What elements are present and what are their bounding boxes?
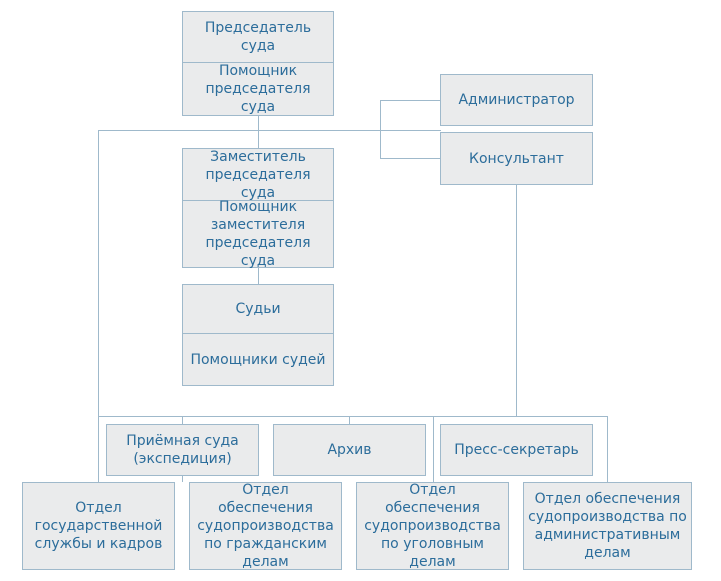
reception-box: Приёмная суда (экспедиция) bbox=[106, 424, 259, 476]
judges-assistants-label: Помощники судей bbox=[190, 351, 326, 368]
dept-admin-cases-box: Отдел обеспечения судопроизводства по ад… bbox=[523, 482, 692, 570]
press-secretary-label: Пресс-секретарь bbox=[454, 442, 579, 458]
connector-line bbox=[380, 100, 441, 101]
dept-civil-cases-label: Отдел обеспечения судопроизводства по гр… bbox=[197, 482, 334, 570]
dept-criminal-cases-box: Отдел обеспечения судопроизводства по уг… bbox=[356, 482, 509, 570]
consultant-label: Консультант bbox=[469, 150, 564, 167]
dept-criminal-cases-label: Отдел обеспечения судопроизводства по уг… bbox=[364, 482, 501, 570]
connector-line bbox=[380, 158, 441, 159]
connector-line bbox=[607, 416, 608, 482]
deputy-chairman-label: Заместитель председателя суда bbox=[205, 148, 311, 201]
archive-box: Архив bbox=[273, 424, 426, 476]
dept-civil-cases-box: Отдел обеспечения судопроизводства по гр… bbox=[189, 482, 342, 570]
administrator-label: Администратор bbox=[458, 92, 575, 108]
chairman-assistant-box: Помощник председателя суда bbox=[182, 62, 334, 116]
dept-civil-service-box: Отдел государственной службы и кадров bbox=[22, 482, 175, 570]
reception-label: Приёмная суда (экспедиция) bbox=[126, 433, 239, 467]
connector-line bbox=[258, 115, 259, 149]
consultant-box: Консультант bbox=[440, 132, 593, 185]
connector-line bbox=[349, 416, 350, 424]
deputy-chairman-box: Заместитель председателя суда bbox=[182, 148, 334, 201]
connector-line bbox=[98, 130, 441, 131]
administrator-box: Администратор bbox=[440, 74, 593, 126]
chairman-box: Председатель суда bbox=[182, 11, 334, 63]
archive-label: Архив bbox=[327, 442, 372, 458]
judges-assistants-box: Помощники судей bbox=[182, 333, 334, 386]
connector-line bbox=[380, 100, 381, 159]
press-secretary-box: Пресс-секретарь bbox=[440, 424, 593, 476]
chairman-assistant-label: Помощник председателя суда bbox=[205, 63, 311, 115]
connector-line bbox=[98, 416, 608, 417]
deputy-assistant-box: Помощник заместителя председателя суда bbox=[182, 199, 334, 269]
chairman-label: Председатель суда bbox=[204, 20, 312, 54]
connector-line bbox=[516, 185, 517, 416]
judges-label: Судьи bbox=[235, 301, 281, 317]
connector-line bbox=[98, 130, 99, 482]
dept-admin-cases-label: Отдел обеспечения судопроизводства по ад… bbox=[528, 491, 687, 561]
connector-line bbox=[258, 267, 259, 285]
judges-box: Судьи bbox=[182, 284, 334, 334]
dept-civil-service-label: Отдел государственной службы и кадров bbox=[34, 500, 163, 552]
deputy-assistant-label: Помощник заместителя председателя суда bbox=[205, 199, 311, 269]
connector-line bbox=[433, 416, 434, 482]
